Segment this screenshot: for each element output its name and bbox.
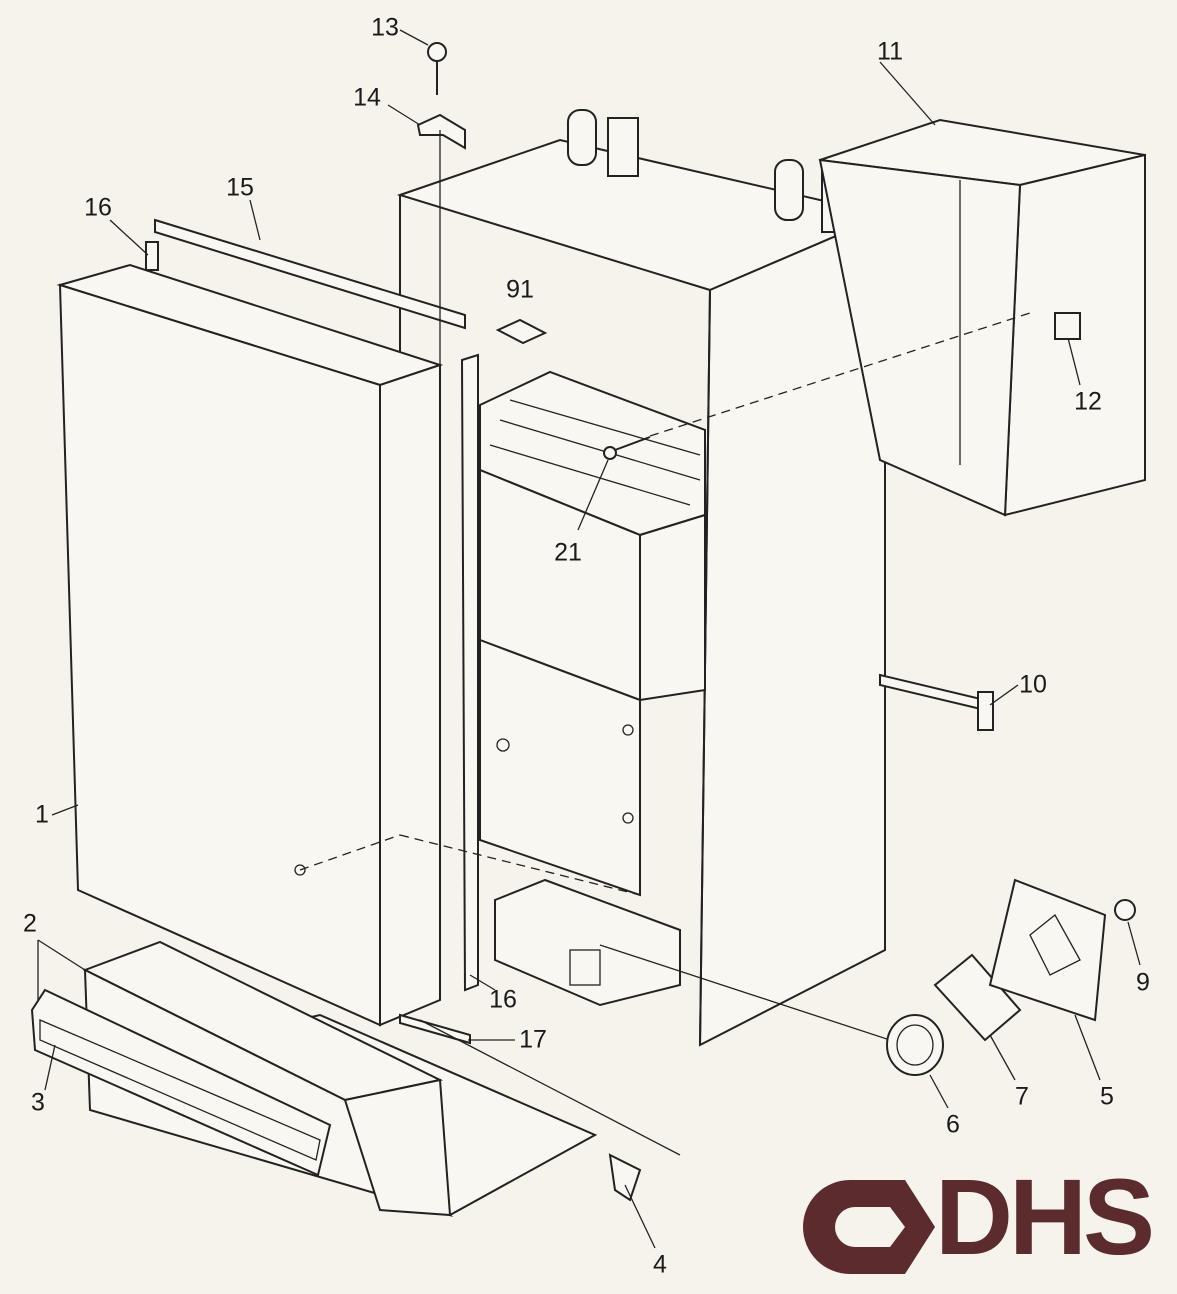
- strip-16: [460, 353, 479, 992]
- dhs-logo-mark: [803, 1180, 935, 1274]
- boiler-chassis: [396, 109, 889, 1047]
- part-label-6: 6: [946, 1110, 960, 1139]
- part-label-21: 21: [554, 538, 582, 567]
- part-label-1: 1: [35, 800, 49, 829]
- clip-91: [495, 318, 548, 345]
- part-label-17: 17: [519, 1025, 547, 1054]
- part-label-3: 3: [31, 1088, 45, 1117]
- part-label-2: 2: [23, 909, 37, 938]
- part-label-7: 7: [1015, 1082, 1029, 1111]
- dhs-logo-text: DHS: [935, 1156, 1155, 1277]
- part-label-13: 13: [371, 13, 399, 42]
- part-label-16b: 16: [489, 985, 517, 1014]
- ring-6: [886, 1014, 944, 1076]
- part-label-91: 91: [506, 275, 534, 304]
- rod-10: [879, 673, 986, 712]
- plate-5: [988, 878, 1107, 1022]
- front-cover-1: [56, 263, 444, 1027]
- case-11: [818, 118, 1146, 517]
- part-label-11: 11: [877, 37, 903, 66]
- strip-15: [154, 218, 466, 330]
- part-label-4: 4: [653, 1250, 667, 1279]
- part-label-9: 9: [1136, 968, 1150, 997]
- wing-nut-4: [608, 1153, 642, 1202]
- part-label-14: 14: [353, 83, 381, 112]
- bottom-tray-2: [30, 940, 598, 1217]
- part-label-15: 15: [226, 173, 254, 202]
- part-label-16: 16: [84, 193, 112, 222]
- washer-9: [1114, 899, 1136, 921]
- strip-17: [399, 1013, 471, 1045]
- part-label-12: 12: [1074, 387, 1102, 416]
- part-label-10: 10: [1019, 670, 1047, 699]
- part-label-5: 5: [1100, 1082, 1114, 1111]
- bracket-14: [416, 113, 466, 150]
- window-7: [933, 953, 1022, 1042]
